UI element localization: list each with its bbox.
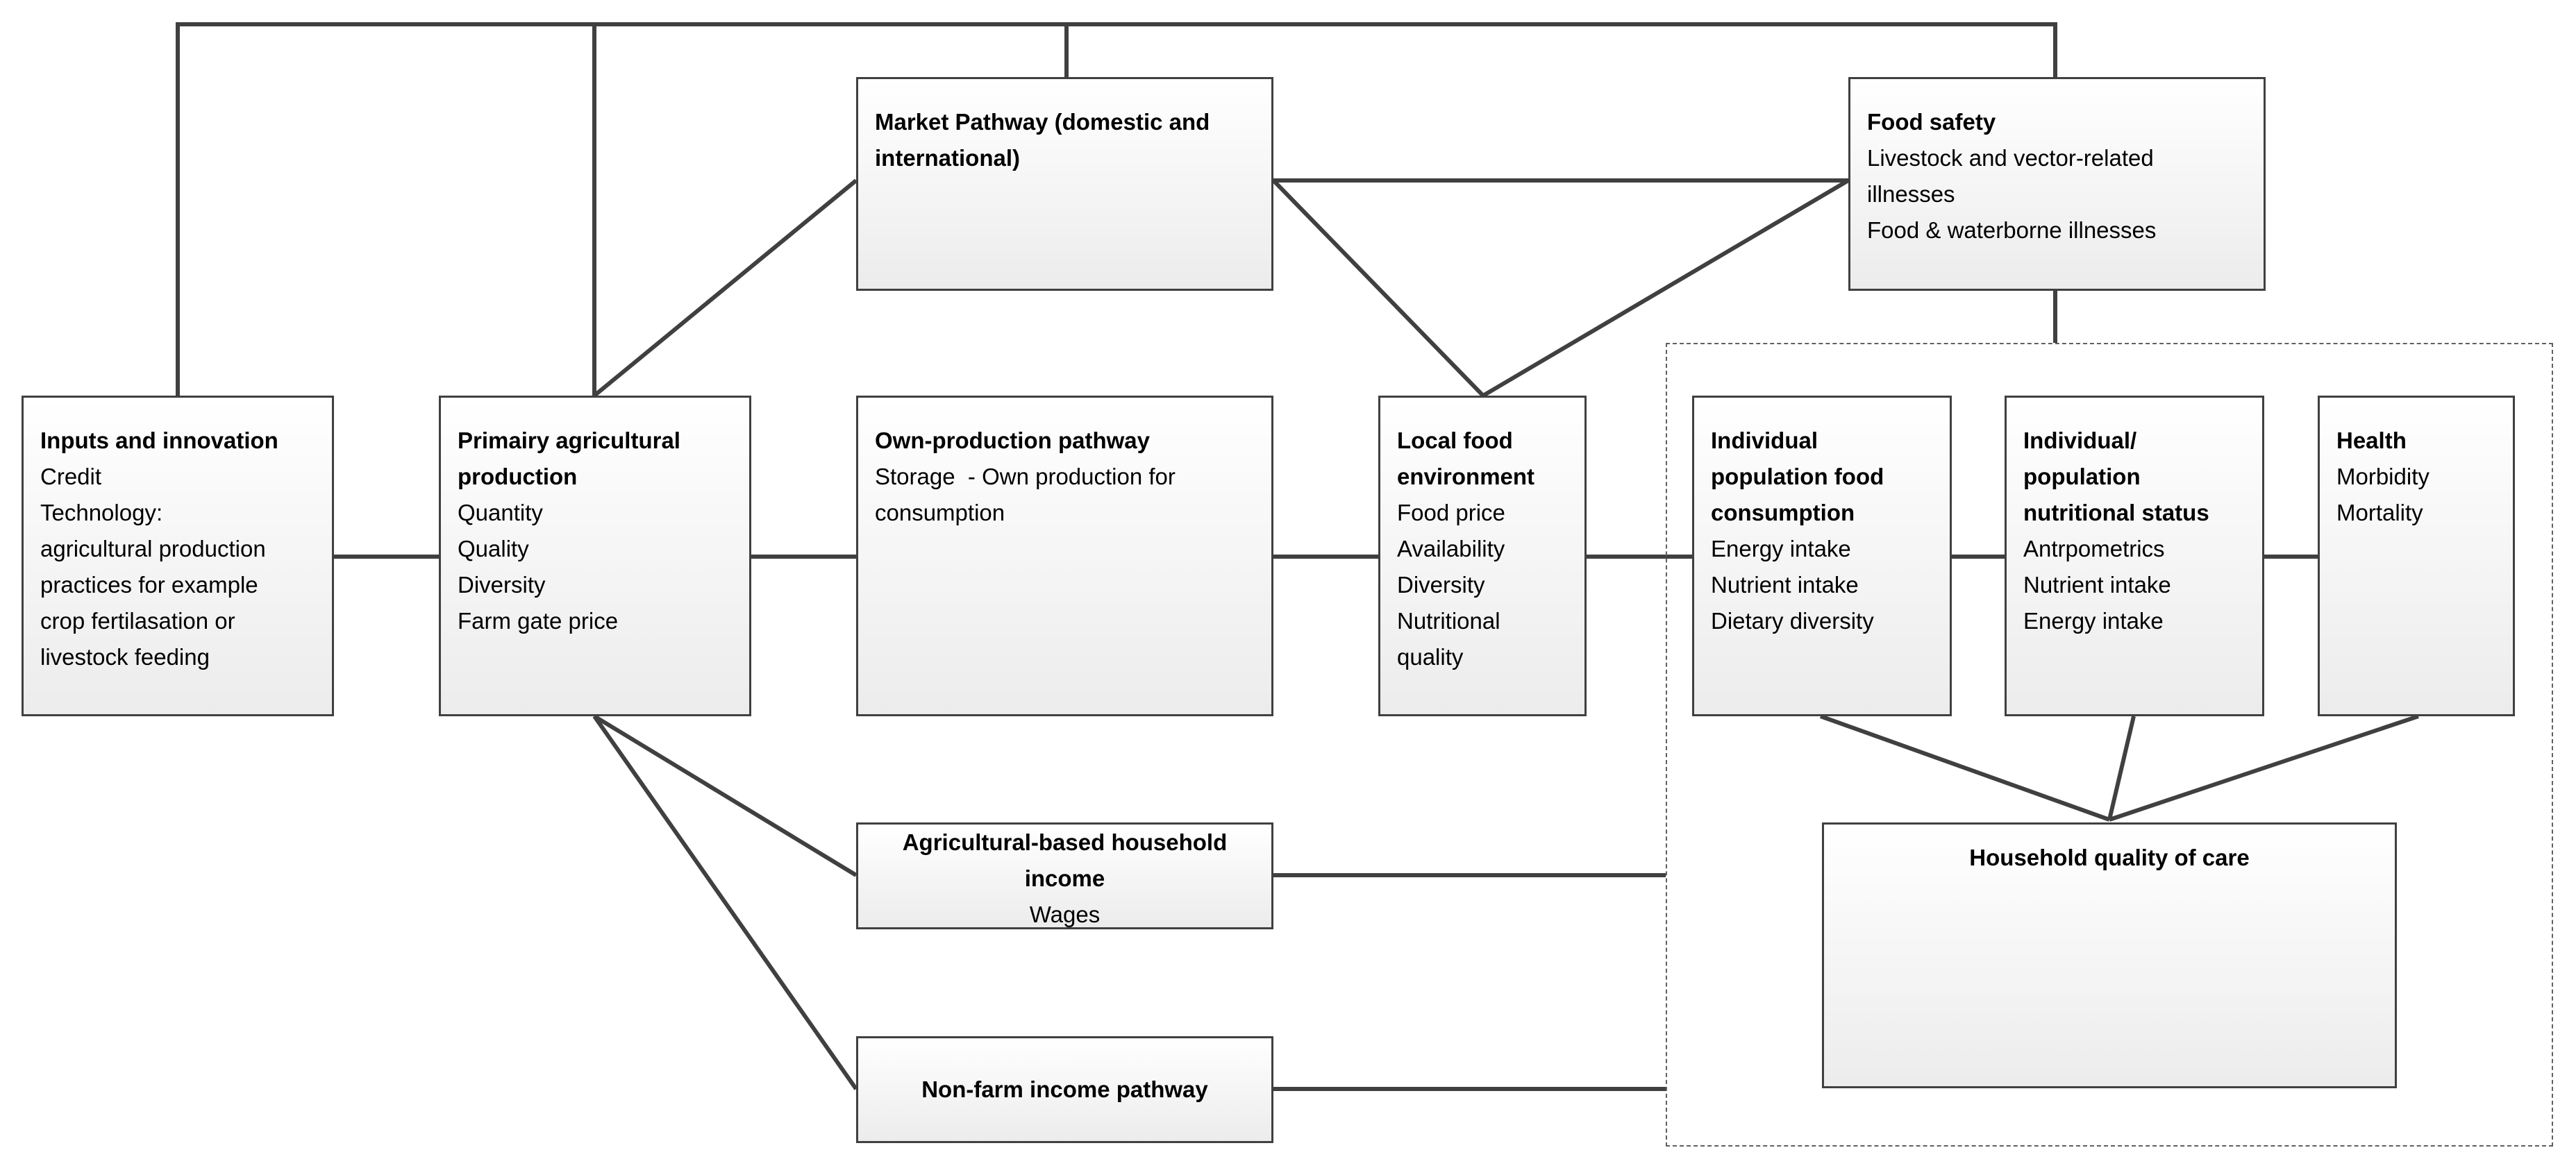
food-safety-box: Food safety Livestock and vector-related…: [1848, 77, 2266, 291]
box-item: consumption: [875, 500, 1005, 525]
health-box: Health Morbidity Mortality: [2318, 396, 2515, 716]
box-title: Primairy agricultural: [458, 428, 680, 453]
box-item: Energy intake: [1711, 536, 1851, 561]
box-item: Food price: [1397, 500, 1505, 525]
box-item: Storage - Own production for: [875, 464, 1176, 489]
box-item: Wages: [1029, 902, 1101, 927]
connector-status-care: [2107, 716, 2136, 820]
nonfarm-income-box: Non-farm income pathway: [856, 1036, 1273, 1143]
box-item: quality: [1397, 644, 1464, 670]
box-title: income: [1024, 865, 1105, 891]
connector-consumption-care: [1819, 714, 2111, 822]
box-item: Credit: [40, 464, 102, 489]
box-item: Mortality: [2336, 500, 2423, 525]
box-title: Individual/: [2023, 428, 2137, 453]
box-title: population: [2023, 464, 2141, 489]
market-pathway-box: Market Pathway (domestic and internation…: [856, 77, 1273, 291]
box-title: Inputs and innovation: [40, 428, 278, 453]
box-title: environment: [1397, 464, 1535, 489]
food-consumption-box: Individual population food consumption E…: [1692, 396, 1952, 716]
own-production-box: Own-production pathway Storage - Own pro…: [856, 396, 1273, 716]
box-title: Health: [2336, 428, 2407, 453]
box-item: livestock feeding: [40, 644, 210, 670]
nutritional-status-box: Individual/ population nutritional statu…: [2005, 396, 2264, 716]
connector-local-safety: [1482, 178, 1850, 398]
box-item: Availability: [1397, 536, 1505, 561]
box-title: Own-production pathway: [875, 428, 1150, 453]
box-title: Non-farm income pathway: [921, 1076, 1208, 1102]
box-item: Nutritional: [1397, 608, 1500, 634]
connector-primary-agri-income: [593, 714, 858, 877]
box-item: Diversity: [1397, 572, 1485, 598]
local-food-environment-box: Local food environment Food price Availa…: [1378, 396, 1587, 716]
top-connector: [176, 22, 2057, 396]
inputs-innovation-box: Inputs and innovation Credit Technology:…: [22, 396, 334, 716]
box-item: illnesses: [1867, 181, 1955, 207]
box-title: Household quality of care: [1969, 845, 2250, 870]
connector-market-local: [1271, 178, 1485, 398]
box-title: Individual: [1711, 428, 1818, 453]
box-item: practices for example: [40, 572, 258, 598]
connector-health-care: [2109, 714, 2419, 822]
box-title: population food: [1711, 464, 1884, 489]
box-title: consumption: [1711, 500, 1855, 525]
box-item: Energy intake: [2023, 608, 2164, 634]
box-title: international): [875, 145, 1021, 171]
connector-primary-nonfarm: [592, 715, 858, 1090]
box-title: Local food: [1397, 428, 1513, 453]
box-item: Farm gate price: [458, 608, 619, 634]
primary-production-box: Primairy agricultural production Quantit…: [439, 396, 751, 716]
box-item: Food & waterborne illnesses: [1867, 217, 2157, 243]
box-item: Dietary diversity: [1711, 608, 1874, 634]
box-item: Nutrient intake: [2023, 572, 2171, 598]
connector-primary-market: [593, 178, 858, 398]
box-item: Antrpometrics: [2023, 536, 2165, 561]
box-item: Quantity: [458, 500, 543, 525]
box-item: crop fertilasation or: [40, 608, 235, 634]
box-item: Morbidity: [2336, 464, 2429, 489]
household-care-box: Household quality of care: [1822, 822, 2397, 1088]
box-item: Technology:: [40, 500, 163, 525]
box-title: Food safety: [1867, 109, 1996, 135]
box-title: Agricultural-based household: [902, 829, 1228, 855]
box-title: Market Pathway (domestic and: [875, 109, 1210, 135]
box-item: Livestock and vector-related: [1867, 145, 2154, 171]
individual-outcomes-group: [1666, 343, 2553, 1147]
box-title: production: [458, 464, 578, 489]
box-item: agricultural production: [40, 536, 266, 561]
box-item: Quality: [458, 536, 529, 561]
box-item: Nutrient intake: [1711, 572, 1859, 598]
agri-income-box: Agricultural-based household income Wage…: [856, 822, 1273, 929]
box-title: nutritional status: [2023, 500, 2209, 525]
box-item: Diversity: [458, 572, 546, 598]
